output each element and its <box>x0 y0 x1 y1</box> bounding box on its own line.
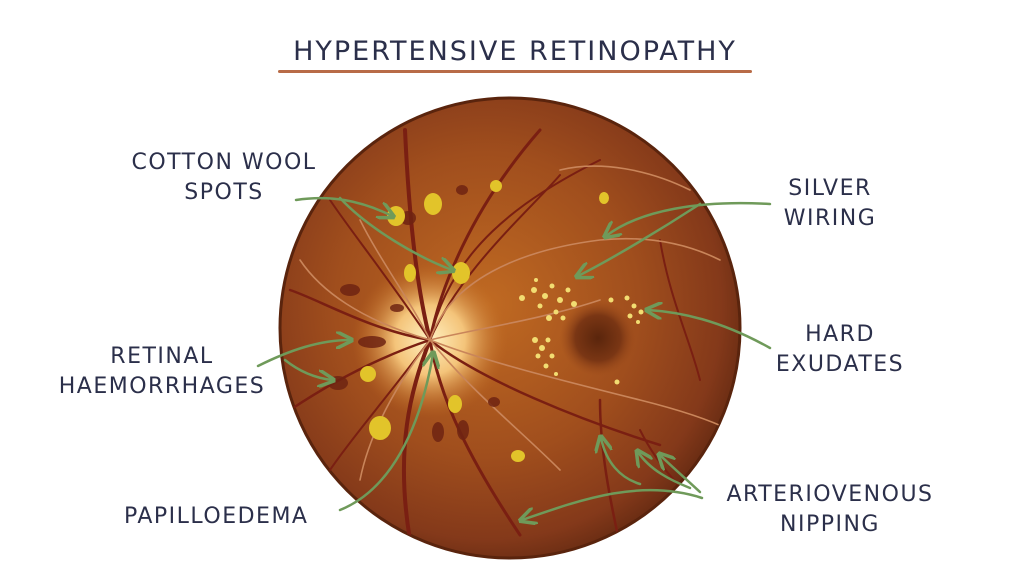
annotation-arrows <box>256 196 772 520</box>
cotton-wool-spot <box>452 262 470 284</box>
cotton-wool-spot <box>448 395 462 413</box>
exudate <box>549 353 555 359</box>
retinal-haemorrhages <box>328 185 500 442</box>
silver-wiring-arrow-1 <box>606 201 772 236</box>
haemorrhage <box>328 376 348 390</box>
label-silver-wiring: SILVER WIRING <box>760 174 900 234</box>
exudate <box>535 353 541 359</box>
exudate <box>608 297 614 303</box>
cotton-wool-spot <box>599 192 609 204</box>
exudate <box>519 295 525 301</box>
haemorrhage <box>340 284 360 296</box>
exudate <box>545 337 551 343</box>
label-line: COTTON WOOL <box>131 150 317 175</box>
av-nipping-arrow-1 <box>522 488 704 520</box>
exudate <box>560 315 566 321</box>
av-nipping-arrow-3 <box>638 452 692 490</box>
av-nipping-arrow-2 <box>601 438 642 486</box>
exudate <box>636 320 640 324</box>
exudate <box>546 315 552 321</box>
cotton-wool-spot <box>511 450 525 462</box>
haemorrhage <box>456 185 468 195</box>
label-papilloedema: PAPILLOEDEMA <box>124 502 344 532</box>
exudate <box>532 337 538 343</box>
haemorrhage <box>390 304 404 312</box>
label-line: NIPPING <box>780 512 880 537</box>
exudate <box>627 313 633 319</box>
exudate <box>543 363 549 369</box>
exudate <box>557 297 563 303</box>
label-line: PAPILLOEDEMA <box>124 504 309 529</box>
papilloedema-arrow <box>338 354 433 512</box>
haemorrhage <box>488 397 500 407</box>
cotton-wool-spot <box>360 366 376 382</box>
haemorrhage <box>358 336 386 348</box>
cotton-wool-spot <box>404 264 416 282</box>
hard-exudates <box>519 278 644 385</box>
label-hard-exudates: HARD EXUDATES <box>760 320 920 380</box>
exudate <box>537 303 543 309</box>
silver-wiring-arterioles <box>299 165 731 481</box>
cotton-wool-spot <box>424 193 442 215</box>
title-underline <box>278 70 752 73</box>
retinal-haemorrhages-arrow-1 <box>256 340 350 368</box>
exudate <box>571 301 577 307</box>
cotton-wool-spot <box>490 180 502 192</box>
hard-exudates-arrow <box>648 310 772 350</box>
label-arteriovenous-nipping: ARTERIOVENOUS NIPPING <box>700 480 960 540</box>
cotton-wool-arrow-1 <box>294 196 392 216</box>
exudate <box>631 303 637 309</box>
cotton-wool-arrow-2 <box>338 196 452 270</box>
exudate <box>565 287 571 293</box>
label-line: SILVER <box>788 176 872 201</box>
label-line: SPOTS <box>184 180 264 205</box>
label-line: WIRING <box>783 206 877 231</box>
haemorrhage <box>432 422 444 442</box>
haemorrhage <box>457 420 469 440</box>
label-cotton-wool-spots: COTTON WOOL SPOTS <box>114 148 334 208</box>
exudate <box>638 309 644 315</box>
exudate <box>549 283 555 289</box>
exudate <box>614 379 620 385</box>
label-line: HAEMORRHAGES <box>58 374 266 399</box>
macula <box>560 300 636 376</box>
label-line: RETINAL <box>110 344 214 369</box>
label-line: HARD <box>805 322 875 347</box>
av-nipping-arrow-4 <box>660 455 702 494</box>
exudate <box>539 345 545 351</box>
label-line: ARTERIOVENOUS <box>726 482 934 507</box>
fundus <box>278 96 742 560</box>
label-line: EXUDATES <box>775 352 905 377</box>
silver-wiring-arrow-2 <box>578 202 702 276</box>
exudate <box>534 278 538 282</box>
retinal-haemorrhages-arrow-2 <box>283 358 332 380</box>
exudate <box>624 295 630 301</box>
exudate <box>531 287 537 293</box>
exudate <box>542 293 548 299</box>
cotton-wool-spot <box>369 416 391 440</box>
exudate <box>553 309 559 315</box>
label-retinal-haemorrhages: RETINAL HAEMORRHAGES <box>42 342 282 402</box>
page-title: HYPERTENSIVE RETINOPATHY <box>293 36 737 67</box>
exudate <box>554 372 558 376</box>
